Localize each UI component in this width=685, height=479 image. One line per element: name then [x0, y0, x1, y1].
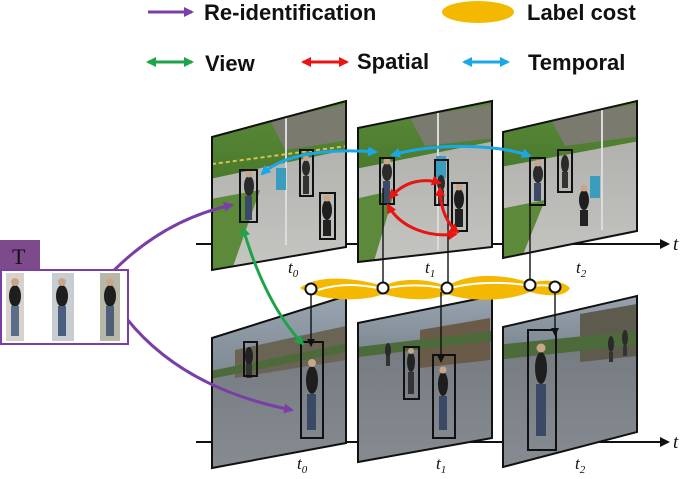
person-bbox	[239, 169, 258, 223]
legend-label-view: View	[205, 51, 256, 76]
bottom-frame-t0	[211, 294, 347, 470]
legend-label-label-cost: Label cost	[527, 0, 636, 25]
temporal-link-t0-t1	[260, 146, 378, 176]
top-time-label-t0: t0	[288, 258, 299, 280]
legend-item-view: View	[146, 51, 256, 76]
graph-node	[440, 281, 454, 295]
legend-label-spatial: Spatial	[357, 49, 429, 74]
bottom-time-label-t1: t1	[436, 454, 446, 476]
temporal-link-t1-t2	[390, 145, 532, 158]
top-frame-t0	[211, 99, 347, 272]
template-person-crop	[100, 273, 120, 341]
label-cost-band	[300, 275, 570, 300]
legend-label-temporal: Temporal	[528, 50, 625, 75]
template-box: T	[0, 240, 129, 345]
graph-node	[376, 281, 390, 295]
template-person-crop	[52, 273, 74, 341]
person-bbox	[319, 192, 336, 240]
graph-node	[304, 282, 318, 296]
spatial-link-c	[386, 203, 458, 241]
template-label: T	[12, 244, 26, 269]
top-frame-t1	[357, 99, 493, 264]
graph-node	[548, 280, 562, 294]
person-bbox	[557, 149, 573, 193]
legend: Re-identification Label cost View Spatia…	[146, 0, 636, 76]
legend-item-label-cost: Label cost	[442, 0, 636, 25]
top-frame-t2	[502, 99, 638, 260]
bottom-time-label-t0: t0	[297, 454, 308, 476]
legend-item-reid: Re-identification	[148, 0, 376, 25]
person-bbox	[529, 157, 546, 206]
top-axis-label: t	[673, 234, 679, 255]
spatial-link-a	[388, 175, 442, 200]
bottom-axis-label: t	[673, 432, 679, 453]
bottom-frame-t2	[502, 294, 638, 469]
legend-item-temporal: Temporal	[462, 50, 625, 75]
template-person-crop	[6, 273, 24, 341]
bottom-time-label-t2: t2	[575, 454, 586, 476]
template-header	[0, 240, 40, 270]
graph-node	[523, 278, 537, 292]
top-time-label-t2: t2	[576, 258, 587, 280]
legend-item-spatial: Spatial	[301, 49, 429, 74]
top-time-label-t1: t1	[425, 258, 435, 280]
label-cost-blob-icon	[442, 1, 514, 23]
view-link	[240, 226, 305, 346]
person-bbox	[403, 346, 420, 400]
person-bbox	[527, 329, 557, 451]
legend-label-reid: Re-identification	[204, 0, 376, 25]
